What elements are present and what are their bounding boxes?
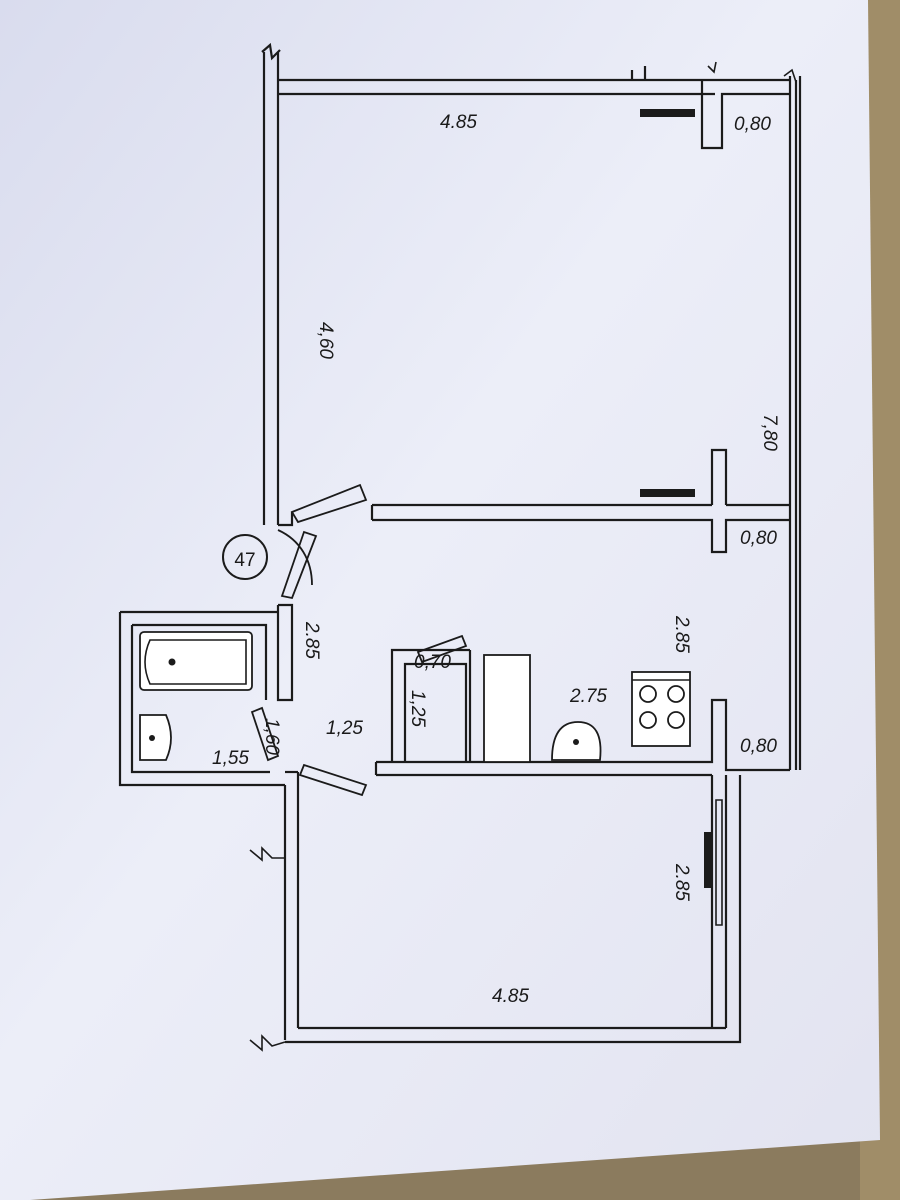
wall-left-upper [262, 52, 280, 525]
wall-left-jamb [278, 512, 294, 527]
wall-top-column [630, 66, 702, 82]
break-mark-top-left [261, 42, 281, 61]
dim-bath-door-wall: 1,60 [261, 718, 282, 755]
wall-middle-partition [372, 448, 790, 554]
walls [118, 42, 802, 1052]
unit-number-circle [222, 534, 268, 580]
radiator-top [640, 109, 695, 117]
dim-bath-height: 2.85 [301, 621, 322, 659]
radiator-bottom [704, 832, 712, 888]
break-mark-left [249, 846, 285, 862]
door-top-room [290, 483, 368, 524]
fridge-icon [483, 654, 531, 763]
radiator-middle [640, 489, 695, 497]
dim-bath-width: 1,55 [212, 748, 249, 769]
dim-kitchen-height: 2.85 [671, 615, 692, 653]
door-bottom-room [298, 763, 368, 797]
dim-top-right-nook: 0,80 [734, 114, 771, 135]
balcony-window [715, 799, 723, 926]
dim-kitchen-width: 2.75 [569, 686, 607, 707]
dim-hall-width: 1,25 [326, 718, 363, 739]
dim-bottom-room-height: 2.85 [671, 863, 692, 901]
bathtub-inner [144, 639, 247, 685]
door-bath [250, 706, 280, 762]
wall-bathroom [118, 610, 285, 787]
wall-right-lower [710, 775, 728, 1028]
break-mark-bottom-left [249, 1034, 286, 1052]
dim-top-room-height: 4,60 [315, 322, 336, 359]
dim-overall-height: 7,80 [759, 414, 780, 451]
wall-top [278, 78, 715, 96]
dim-closet-height: 1,25 [407, 690, 428, 727]
stove-burner-3 [639, 711, 657, 729]
dim-middle-nook: 0,80 [740, 528, 777, 549]
dimensions: 4.85 0,80 4,60 7,80 0,80 2.85 2.75 0,80 … [212, 112, 780, 1007]
break-mark-top [707, 61, 717, 74]
kitchen-sink-drain-icon [573, 739, 579, 745]
dim-closet-width: 0,70 [414, 652, 451, 673]
stove-burner-4 [667, 711, 685, 729]
dim-bottom-room-width: 4.85 [492, 986, 529, 1007]
bathtub-drain-icon [168, 658, 176, 666]
wall-bottom [285, 775, 742, 1044]
wall-right [788, 76, 802, 770]
nook-top-right [700, 80, 790, 150]
paper-sheet [0, 0, 880, 1200]
bathroom-sink-icon [139, 714, 172, 761]
unit-number: 47 [234, 550, 255, 571]
wall-bath-partition [276, 603, 294, 702]
stove-burner-2 [667, 685, 685, 703]
bathtub-icon [139, 631, 253, 691]
sink-drain-icon [149, 735, 155, 741]
break-mark-top-right [783, 68, 797, 83]
doors [250, 483, 468, 797]
wall-left-lower [283, 772, 300, 1040]
wall-kitchen-bottom [376, 698, 790, 777]
radiators [640, 109, 712, 888]
door-closet [416, 634, 468, 664]
dim-top-room-width: 4.85 [440, 112, 477, 133]
stove-body [631, 671, 691, 747]
dim-kitchen-nook: 0,80 [740, 736, 777, 757]
fixtures [139, 631, 691, 761]
stove-burner-1 [639, 685, 657, 703]
wall-closet [390, 648, 472, 762]
door-hall [277, 529, 318, 600]
stove-icon [631, 671, 691, 747]
